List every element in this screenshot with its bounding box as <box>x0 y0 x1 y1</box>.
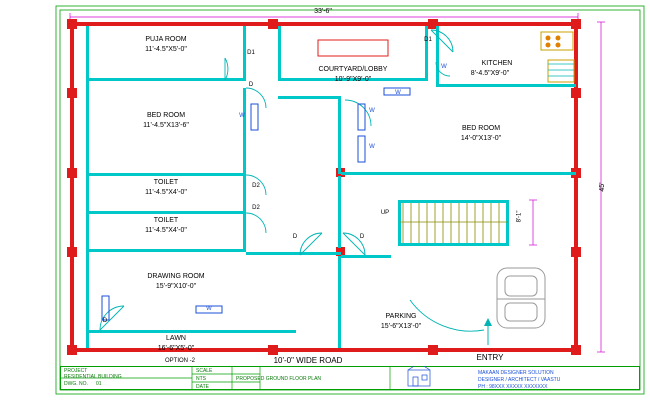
room-size-bedroom-left: 11'-4.5"X13'-6" <box>143 122 189 129</box>
room-label-toilet-2: TOILET <box>153 217 179 224</box>
titleblock-drawn-value: 01 <box>96 381 102 387</box>
room-label-kitchen: KITCHEN <box>481 60 513 67</box>
room-size-courtyard: 10'-9"X9'-0" <box>334 76 372 83</box>
room-label-parking: PARKING <box>385 313 417 320</box>
stair-up-label: UP <box>380 210 390 216</box>
road-label: 10'-0" WIDE ROAD <box>273 356 343 365</box>
room-size-puja: 11'-4.5"X5'-0" <box>145 46 187 53</box>
room-size-lawn: 16'-6"X5'-0" <box>157 345 195 352</box>
room-size-drawing-room: 15'-9"X10'-0" <box>155 283 197 290</box>
entry-label: ENTRY <box>476 353 504 362</box>
titleblock-scale-value: NTS <box>196 376 206 382</box>
dim-top: 33'-6" <box>314 8 332 15</box>
room-label-lawn: LAWN <box>166 335 186 342</box>
window-tag-6: W <box>206 306 212 312</box>
titleblock-project-value: RESIDENTIAL BUILDING <box>64 374 122 380</box>
door-tag-d1-right: D1 <box>424 37 432 43</box>
door-tag-d2-toilet-1: D2 <box>252 183 260 189</box>
firm-line3: PH : 98XXX XXXXX XXXXXXX <box>478 384 548 390</box>
door-tag-d-mid-right: D <box>359 234 365 240</box>
window-tag-2: W <box>369 108 375 114</box>
titleblock-project-label: PROJECT <box>64 368 88 374</box>
window-tag-1: W <box>239 113 245 119</box>
room-size-parking: 15'-6"X13'-0" <box>380 323 422 330</box>
door-tag-d-lobby: D <box>248 82 254 88</box>
titleblock-client-label: PROPOSED GROUND FLOOR PLAN <box>236 376 322 382</box>
window-tag-3: W <box>369 144 375 150</box>
room-label-drawing-room: DRAWING ROOM <box>147 273 205 280</box>
room-label-puja: PUJA ROOM <box>145 36 187 43</box>
door-tag-d-mid-left: D <box>292 234 298 240</box>
door-tag-d-drawing: D <box>102 318 108 324</box>
firm-line2: DESIGNER / ARCHITECT / VAASTU <box>478 377 561 383</box>
room-size-bedroom-right: 14'-0"X13'-0" <box>460 135 502 142</box>
option-label: OPTION -2 <box>164 358 195 364</box>
room-size-toilet-2: 11'-4.5"X4'-0" <box>145 227 187 234</box>
room-label-toilet-1: TOILET <box>153 179 179 186</box>
room-label-bedroom-right: BED ROOM <box>461 125 501 132</box>
room-label-bedroom-left: BED ROOM <box>146 112 186 119</box>
titleblock-scale-label: SCALE <box>196 368 213 374</box>
dim-stair: 8'-1" <box>516 210 523 223</box>
window-tag-5: W <box>441 64 447 70</box>
titleblock-drawn-label: DWG. NO. <box>64 381 88 387</box>
titleblock-sheet-label: DATE <box>196 384 209 390</box>
door-tag-d1-left: D1 <box>247 50 255 56</box>
room-label-courtyard: COURTYARD/LOBBY <box>318 66 388 73</box>
room-size-toilet-1: 11'-4.5"X4'-0" <box>145 189 187 196</box>
dim-right: 45' <box>598 182 606 192</box>
door-tag-d2-toilet-2: D2 <box>252 205 260 211</box>
room-size-kitchen: 8'-4.5"X9'-0" <box>470 70 510 77</box>
title-block-lines <box>60 366 640 390</box>
firm-name: MAKAAN DESIGNER SOLUTION <box>478 370 554 376</box>
window-tag-4: W <box>395 90 401 96</box>
